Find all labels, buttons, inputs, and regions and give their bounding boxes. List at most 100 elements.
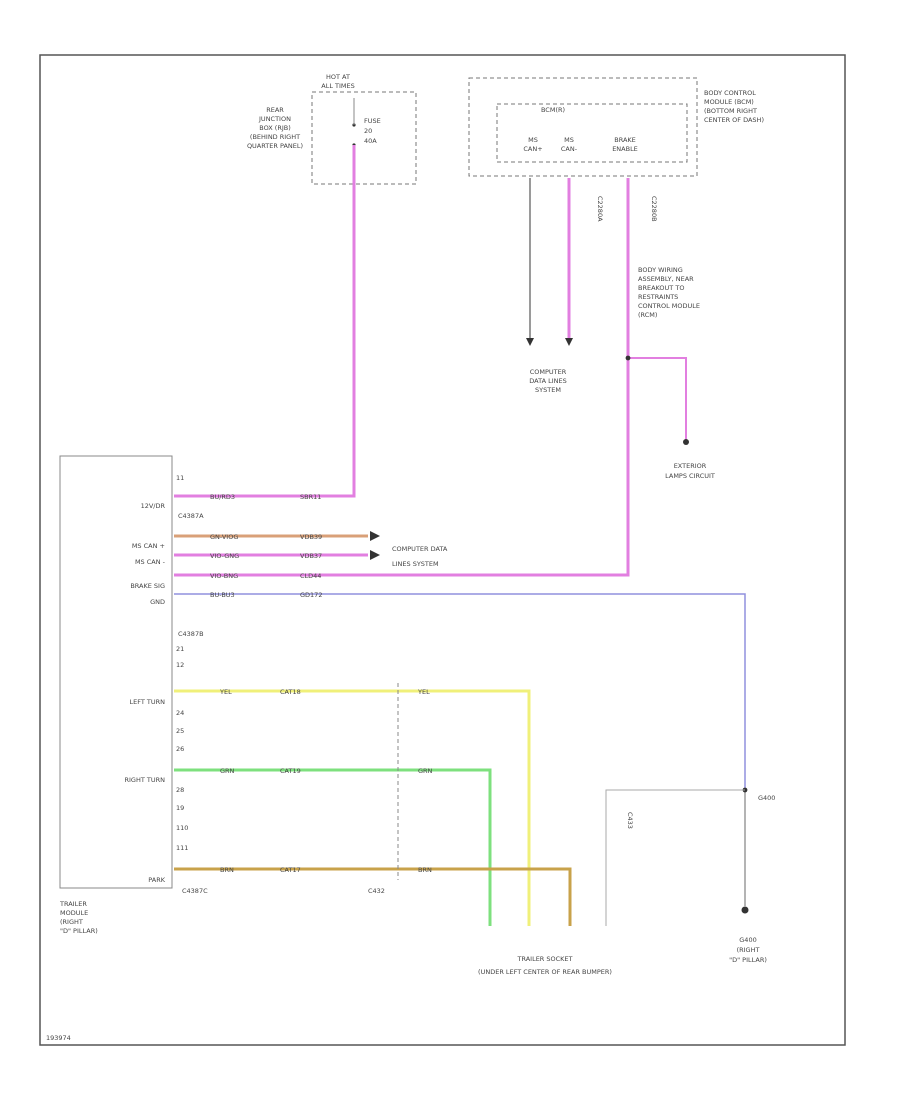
circ-gnd-id: GD172 (300, 591, 322, 599)
bcm-pin2-l2: CAN- (561, 145, 578, 153)
bcm-inner-outline (496, 103, 688, 163)
arrow-can-plus (526, 338, 534, 346)
tm-caption-2: MODULE (60, 909, 88, 917)
fuse-rating: 40A (364, 137, 377, 145)
circ-grn-out: GRN (418, 767, 433, 775)
circ-can-minus-id: VDB37 (300, 552, 322, 560)
rjb-line2: JUNCTION (258, 115, 291, 123)
computer-data-mid-2: LINES SYSTEM (392, 560, 439, 568)
bcm-pin2-l1: MS (564, 136, 574, 144)
body-wiring-5: CONTROL MODULE (638, 302, 700, 310)
circ-grn: GRN (220, 767, 235, 775)
tm-label-can-minus: MS CAN - (135, 558, 166, 566)
wire-12v-feed (174, 145, 356, 498)
tm-caption-4: "D" PILLAR) (60, 927, 98, 935)
bcm-connector-b: C2280B (650, 196, 658, 222)
tm-label-brake: BRAKE SIG (130, 582, 165, 590)
splice-node (625, 355, 631, 361)
circ-can-minus: VIO-GNG (210, 552, 239, 560)
body-wiring-1: BODY WIRING (638, 266, 683, 274)
body-control-module: BCM(R) MS CAN+ MS CAN- BRAKE ENABLE BODY… (468, 77, 764, 222)
rjb-outline (311, 91, 417, 185)
circ-brn-out: BRN (418, 866, 432, 874)
wire-left-turn (174, 689, 531, 926)
fuse-label: FUSE (364, 117, 381, 125)
exterior-lamps-1: EXTERIOR (674, 462, 707, 470)
rear-junction-box: HOT AT ALL TIMES REAR JUNCTION BOX (RJB)… (247, 73, 417, 185)
body-wiring-3: BREAKOUT TO (638, 284, 684, 292)
circ-12v: BU/RD3 (210, 493, 235, 501)
tm-pin-110: 110 (176, 824, 188, 832)
tm-label-gnd: GND (150, 598, 165, 606)
tm-caption-3: (RIGHT (60, 918, 83, 926)
circ-yel-id: CAT18 (280, 688, 301, 696)
computer-data-top-1: COMPUTER (530, 368, 567, 376)
hot-at-line2: ALL TIMES (321, 82, 354, 90)
tm-label-right-turn: RIGHT TURN (124, 776, 165, 784)
tm-label-park: PARK (148, 876, 165, 884)
circ-gnd: BU-BU3 (210, 591, 235, 599)
bcm-pin1-l1: MS (528, 136, 538, 144)
tm-pin-21: 21 (176, 645, 184, 653)
trailer-socket-1: TRAILER SOCKET (516, 955, 572, 963)
body-wiring-4: RESTRAINTS (638, 293, 678, 301)
footer-code: 193974 (46, 1034, 71, 1042)
body-wiring-6: (RCM) (638, 311, 657, 319)
circ-yel-out: YEL (417, 688, 430, 696)
rjb-line1: REAR (266, 106, 284, 114)
body-wiring-2: ASSEMBLY, NEAR (638, 275, 694, 283)
tm-pin-19: 19 (176, 804, 184, 812)
circ-can-plus-id: VDB39 (300, 533, 322, 541)
circ-brn-id: CAT17 (280, 866, 301, 874)
arrow-can-plus-right (370, 531, 380, 541)
rjb-line3: BOX (RJB) (259, 124, 291, 132)
computer-data-mid-1: COMPUTER DATA (392, 545, 448, 553)
tm-pin-28: 28 (176, 786, 184, 794)
tm-pin-12: 12 (176, 661, 184, 669)
tm-pin-111: 111 (176, 844, 188, 852)
circ-12v-id: SBR11 (300, 493, 321, 501)
circ-can-plus: GN-VIOG (210, 533, 238, 541)
ground-caption-1: G400 (739, 936, 756, 944)
tm-pin-26: 26 (176, 745, 184, 753)
arrow-can-minus-right (370, 550, 380, 560)
trailer-module-outline (59, 455, 173, 889)
circ-grn-id: CAT19 (280, 767, 301, 775)
wire-brake-enable (174, 178, 630, 577)
c433-label: C433 (626, 812, 634, 829)
trailer-socket-2: (UNDER LEFT CENTER OF REAR BUMPER) (478, 968, 612, 976)
rjb-line4: (BEHIND RIGHT (250, 133, 300, 141)
ground-label: G400 (758, 794, 775, 802)
diagram-frame (39, 54, 846, 1046)
tm-pin-24: 24 (176, 709, 184, 717)
circ-brake-id: CLD44 (300, 572, 321, 580)
wire-park (174, 867, 572, 926)
ground-caption-3: "D" PILLAR) (729, 956, 767, 964)
ground-point (741, 906, 749, 914)
bcm-inner-label: BCM(R) (541, 106, 565, 114)
tm-caption-1: TRAILER (59, 900, 87, 908)
tm-pin-11: 11 (176, 474, 184, 482)
c432-label: C432 (368, 887, 385, 895)
bcm-pin3-l2: ENABLE (612, 145, 638, 153)
wire-exterior-lamps (628, 357, 687, 440)
computer-data-top-3: SYSTEM (535, 386, 561, 394)
tm-label-12v: 12V/DR (141, 502, 166, 510)
bcm-outline (468, 77, 698, 177)
ground-caption-2: (RIGHT (737, 946, 760, 954)
circ-brn: BRN (220, 866, 234, 874)
trailer-module: 12V/DR MS CAN + MS CAN - BRAKE SIG GND L… (59, 455, 208, 935)
arrow-can-minus (565, 338, 573, 346)
fuse-number: 20 (364, 127, 372, 135)
computer-data-top-2: DATA LINES (529, 377, 566, 385)
tm-label-can-plus: MS CAN + (132, 542, 165, 550)
bcm-desc3: (BOTTOM RIGHT (704, 107, 757, 115)
exterior-lamps-end (683, 439, 689, 445)
circ-brake: VIO-BNG (210, 572, 238, 580)
tm-label-left-turn: LEFT TURN (130, 698, 166, 706)
hot-at-line1: HOT AT (326, 73, 350, 81)
wire-right-turn (174, 768, 492, 926)
tm-bottom-connector: C4387C (182, 887, 208, 895)
bcm-pin1-l2: CAN+ (523, 145, 542, 153)
bcm-connector-a: C2280A (596, 196, 604, 222)
